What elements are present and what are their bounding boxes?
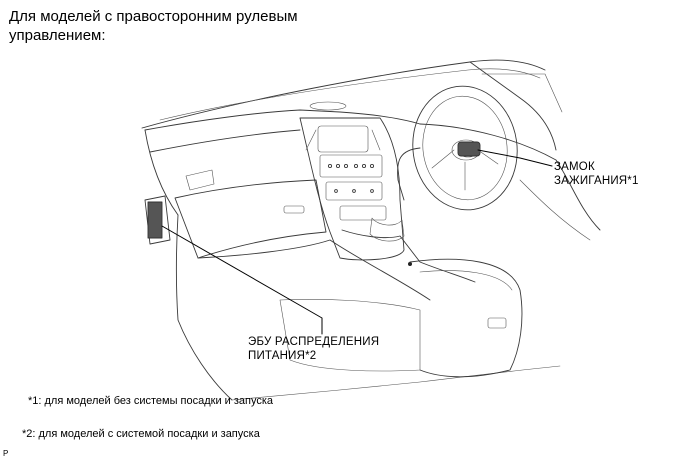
control-buttons: [327, 163, 375, 193]
ecu-label-line1: ЭБУ РАСПРЕДЕЛЕНИЯ: [248, 336, 380, 348]
shift-boot: [369, 217, 405, 242]
glovebox: [174, 179, 327, 259]
diagram-title: Для моделей с правосторонним рулевым упр…: [9, 8, 298, 44]
ignition-label-line2: ЗАЖИГАНИЯ*1: [554, 175, 639, 187]
page-mark: P: [3, 449, 9, 458]
power-distribution-ecu: [147, 201, 163, 239]
left-air-vent: [185, 169, 215, 191]
ignition-label-line1: ЗАМОК: [554, 161, 595, 173]
lower-panel: [339, 205, 387, 221]
audio-unit: [319, 154, 383, 178]
side-window: [481, 73, 563, 113]
footnote-1: *1: для моделей без системы посадки и за…: [28, 395, 274, 407]
passenger-seat-base: [279, 299, 421, 372]
dashboard-front-edge: [149, 129, 301, 153]
center-stack: [299, 117, 405, 261]
ecu-label: ЭБУ РАСПРЕДЕЛЕНИЯ ПИТАНИЯ*2: [248, 335, 379, 363]
glovebox-handle: [283, 205, 305, 214]
floor-carpet: [231, 365, 561, 401]
steering-wheel-outer: [412, 85, 518, 211]
dash-right: [419, 123, 601, 231]
footnote-2: *2: для моделей с системой посадки и зап…: [22, 428, 260, 440]
center-display: [317, 125, 369, 153]
ignition-switch-part: [457, 141, 481, 158]
floor-left: [176, 214, 233, 401]
steering-wheel-inner: [422, 95, 508, 201]
a-pillar-right: [469, 61, 557, 151]
ignition-leader: [477, 149, 553, 167]
armrest-top: [419, 270, 513, 291]
ecu-leader: [161, 225, 323, 335]
shift-knob: [408, 262, 412, 266]
console-tunnel: [341, 229, 476, 283]
center-vents: [305, 129, 381, 151]
windshield-inner: [159, 68, 541, 121]
defroster-vent: [309, 101, 347, 111]
floor-center: [197, 239, 431, 301]
steering-spokes: [431, 149, 499, 191]
armrest: [409, 258, 523, 378]
windshield-frame: [141, 59, 546, 129]
climate-panel: [325, 181, 383, 201]
dash-left-side: [144, 129, 179, 216]
rear-console-vent: [487, 317, 507, 329]
steering-column: [397, 147, 421, 201]
ignition-switch-label: ЗАМОК ЗАЖИГАНИЯ*1: [554, 160, 639, 188]
dashboard-top: [144, 109, 421, 131]
ecu-label-line2: ПИТАНИЯ*2: [248, 350, 317, 362]
right-door-line: [519, 179, 591, 241]
